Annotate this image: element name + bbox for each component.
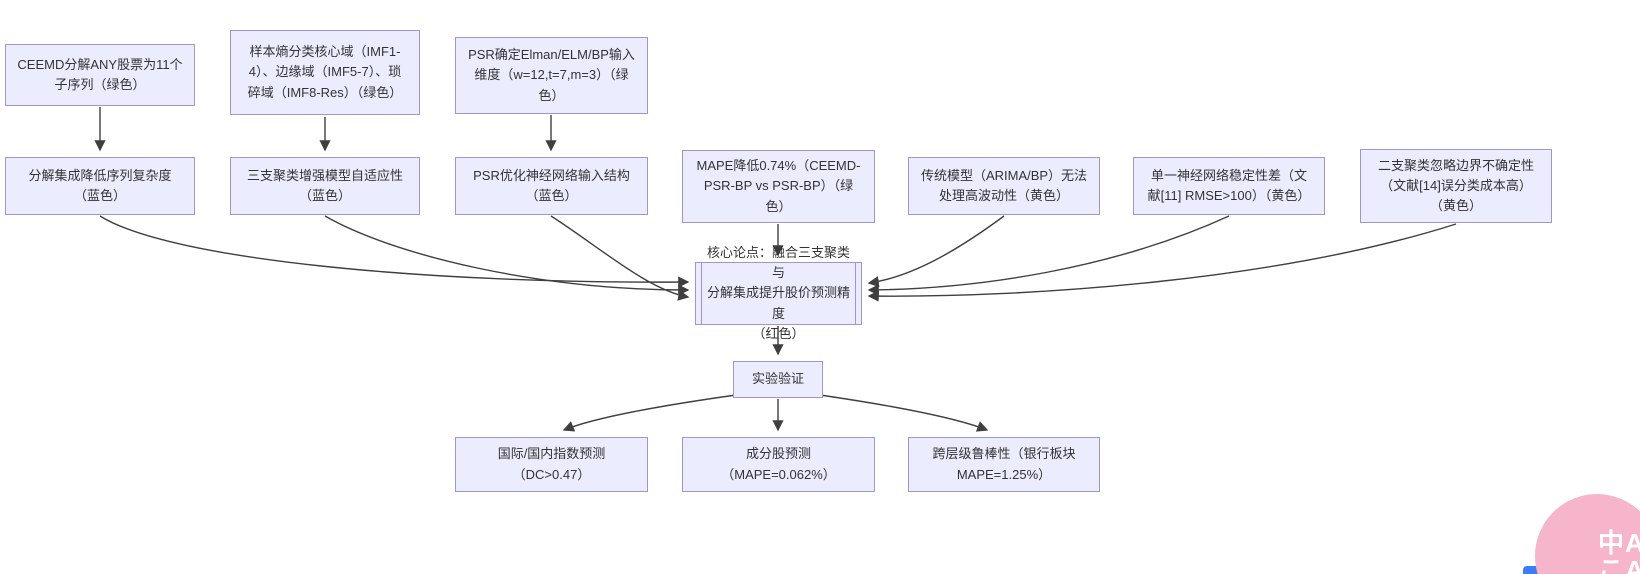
node-traditional-model-limitation: 传统模型（ARIMA/BP）无法 处理高波动性（黄色） bbox=[908, 157, 1100, 215]
node-decomposition-reduces-complexity: 分解集成降低序列复杂度 （蓝色） bbox=[5, 157, 195, 215]
edge-validation-to-robustness bbox=[819, 394, 989, 432]
node-constituent-prediction: 成分股预测 （MAPE=0.062%） bbox=[682, 437, 875, 492]
node-psr-optimizes-input: PSR优化神经网络输入结构 （蓝色） bbox=[455, 157, 648, 215]
node-mape-reduction: MAPE降低0.74%（CEEMD- PSR-BP vs PSR-BP）（绿 色… bbox=[682, 150, 875, 223]
edge-complexity-to-core bbox=[99, 215, 690, 288]
node-psr-input-dimension: PSR确定Elman/ELM/BP输入 维度（w=12,t=7,m=3）（绿 色… bbox=[455, 37, 648, 114]
node-index-prediction: 国际/国内指数预测 （DC>0.47） bbox=[455, 437, 648, 492]
node-ceemd-decompose: CEEMD分解ANY股票为11个 子序列（绿色） bbox=[5, 44, 195, 106]
edge-singlenn-to-core bbox=[867, 215, 1230, 296]
edge-adaptive-to-core bbox=[324, 215, 690, 296]
translate-widget-button[interactable]: 中A こA bbox=[1535, 494, 1640, 574]
edge-validation-to-index bbox=[562, 394, 737, 432]
edge-psrstruct-to-core bbox=[550, 215, 690, 301]
node-experimental-validation: 实验验证 bbox=[733, 361, 823, 398]
node-two-way-clustering-limitation: 二支聚类忽略边界不确定性 （文献[14]误分类成本高） （黄色） bbox=[1360, 149, 1552, 223]
node-cross-level-robustness: 跨层级鲁棒性（银行板块 MAPE=1.25%） bbox=[908, 437, 1100, 492]
translate-icon: 中A こA bbox=[1598, 528, 1640, 574]
node-three-way-clustering-adaptivity: 三支聚类增强模型自适应性 （蓝色） bbox=[230, 157, 420, 215]
edge-traditional-to-core bbox=[867, 215, 1005, 288]
node-single-nn-instability: 单一神经网络稳定性差（文 献[11] RMSE>100）（黄色） bbox=[1133, 157, 1325, 215]
node-sample-entropy-domains: 样本熵分类核心域（IMF1- 4）、边缘域（IMF5-7）、琐 碎域（IMF8-… bbox=[230, 30, 420, 115]
edge-twoway-to-core bbox=[867, 223, 1457, 302]
node-core-thesis: 核心论点：融合三支聚类与 分解集成提升股价预测精度 （红色） bbox=[695, 245, 862, 341]
